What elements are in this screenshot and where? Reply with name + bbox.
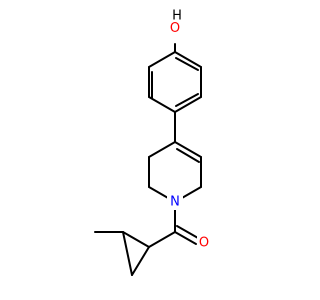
molecule-structure: O H N O xyxy=(94,9,211,276)
bond xyxy=(176,148,200,163)
bond xyxy=(131,246,150,276)
bond xyxy=(175,93,199,107)
bond xyxy=(122,231,150,248)
bond xyxy=(175,57,199,71)
bond xyxy=(148,96,176,113)
phenol-ring xyxy=(148,43,202,113)
bond xyxy=(148,231,176,248)
atom-label-o-hydroxyl: O xyxy=(170,21,180,36)
bond xyxy=(148,141,176,158)
bond xyxy=(122,231,133,276)
atom-label-n: N xyxy=(170,195,180,210)
cyclopropane-ring xyxy=(122,231,150,276)
bond xyxy=(174,231,197,245)
bond xyxy=(174,141,202,158)
atom-o-carbonyl: O xyxy=(197,235,211,251)
bond xyxy=(174,51,202,68)
bond xyxy=(176,225,199,239)
bond xyxy=(174,96,202,113)
atom-oh: O H xyxy=(166,9,186,36)
atom-label-o-carbonyl: O xyxy=(199,236,209,251)
atom-n: N xyxy=(167,194,183,210)
tetrahydropyridine-ring xyxy=(148,141,202,203)
atom-label-h-hydroxyl: H xyxy=(172,9,182,24)
bond xyxy=(148,51,176,68)
